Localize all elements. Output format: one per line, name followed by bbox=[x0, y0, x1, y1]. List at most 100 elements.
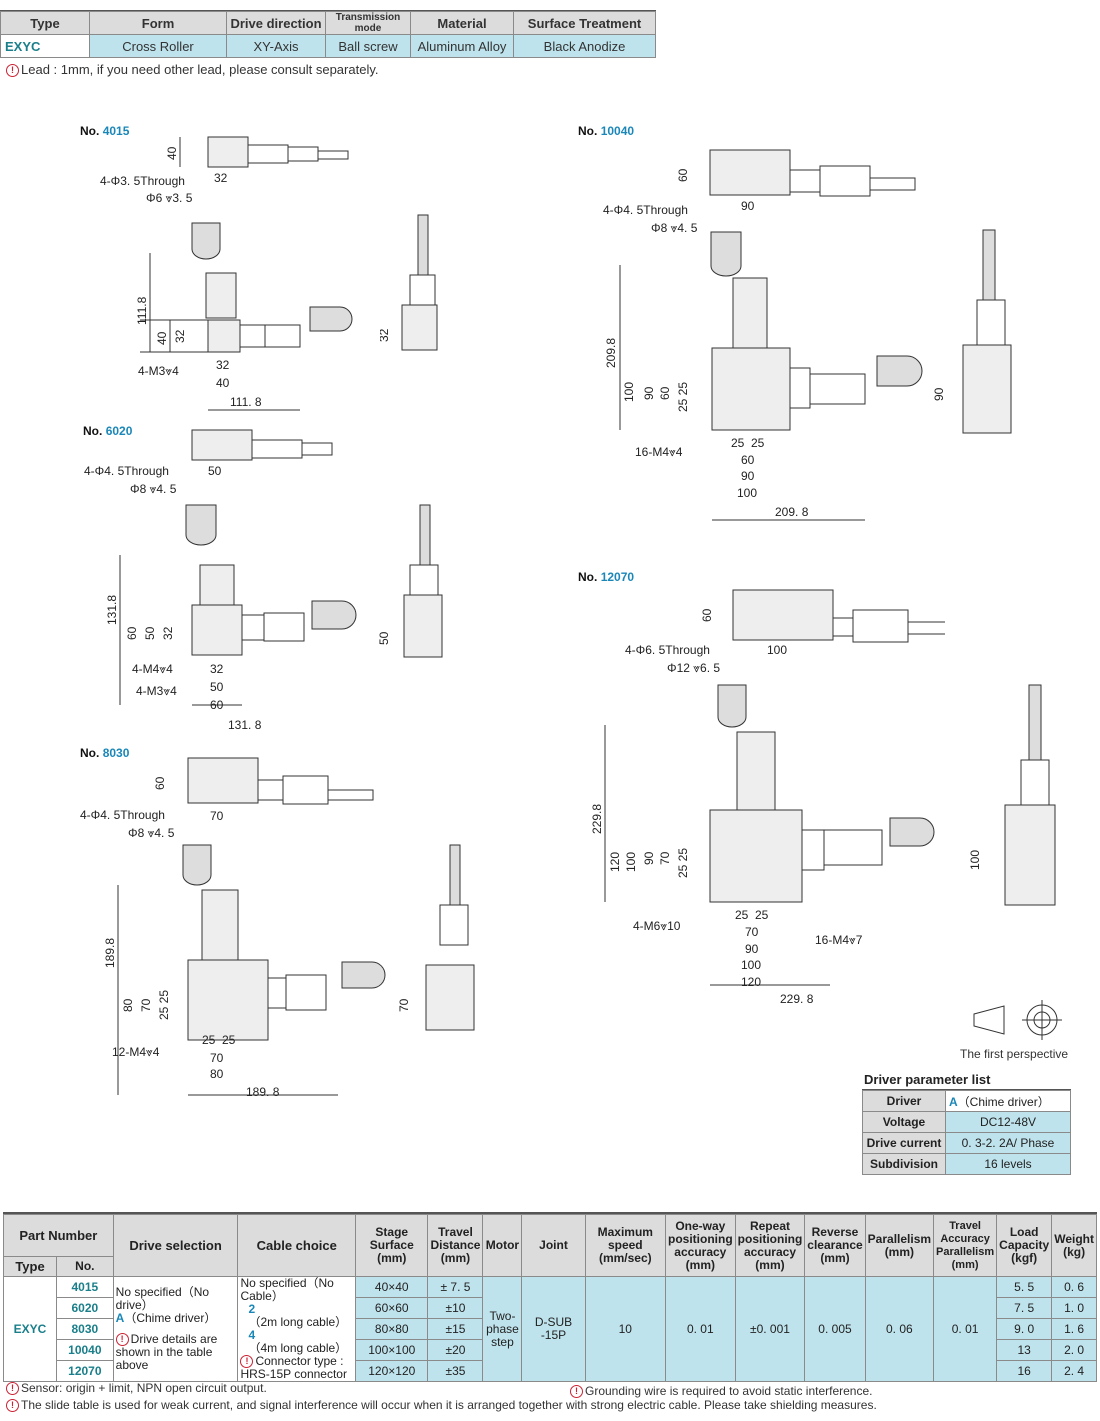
driver-code: A bbox=[949, 1094, 958, 1109]
repeat-value: ±0. 001 bbox=[734, 1276, 806, 1382]
row-no: 8030 bbox=[56, 1318, 114, 1340]
dim-text: 32 bbox=[214, 171, 228, 185]
row-load: 9. 0 bbox=[996, 1318, 1053, 1340]
main-table-rule bbox=[3, 1212, 1097, 1214]
header-travel-accuracy: Travel Accuracy Parallelism (mm) bbox=[933, 1214, 998, 1277]
cable-option-4m: （4m long cable） bbox=[248, 1341, 348, 1355]
row-weight: 1. 0 bbox=[1051, 1297, 1097, 1319]
dim-text: 131.8 bbox=[105, 595, 119, 625]
cable-option-code: 2 bbox=[248, 1302, 256, 1316]
sensor-note: !Sensor: origin + limit, NPN open circui… bbox=[6, 1381, 267, 1395]
dim-text: 4-Φ6. 5Through bbox=[625, 643, 710, 657]
connector-note: Connector type : HRS-15P connector bbox=[240, 1354, 347, 1381]
model-prefix: No. bbox=[578, 570, 598, 584]
row-weight: 0. 6 bbox=[1051, 1276, 1097, 1298]
model-number: 10040 bbox=[600, 124, 635, 138]
header-motor: Motor bbox=[482, 1214, 523, 1277]
end-view-6020: 50 bbox=[378, 504, 443, 658]
header-weight: Weight (kg) bbox=[1051, 1214, 1097, 1277]
model-label-4015: No. 4015 bbox=[80, 124, 129, 138]
motor-value: Two-phase step bbox=[482, 1276, 523, 1382]
dim-text: 100 bbox=[624, 852, 638, 872]
joint-value: D-SUB -15P bbox=[521, 1276, 586, 1382]
current-value: 0. 3-2. 2A/ Phase bbox=[945, 1132, 1071, 1154]
header-repeat: Repeat positioning accuracy (mm) bbox=[734, 1214, 806, 1277]
dim-text: 70 bbox=[745, 925, 759, 939]
dim-text: 90 bbox=[741, 199, 755, 213]
end-view-10040: 90 bbox=[932, 229, 1012, 434]
spec-drive: XY-Axis bbox=[226, 34, 326, 58]
row-travel: ±20 bbox=[427, 1339, 484, 1361]
drive-option-chime: （Chime driver） bbox=[124, 1311, 217, 1325]
header-part-number: Part Number bbox=[3, 1214, 114, 1257]
dim-text: 25 bbox=[755, 908, 769, 922]
header-oneway: One-way positioning accuracy (mm) bbox=[665, 1214, 736, 1277]
dim-text: 70 bbox=[397, 998, 411, 1012]
row-stage: 80×80 bbox=[355, 1318, 429, 1340]
warning-icon: ! bbox=[570, 1385, 583, 1398]
dim-text: 60 bbox=[210, 698, 224, 712]
lead-note: !Lead : 1mm, if you need other lead, ple… bbox=[6, 62, 378, 77]
dim-text: Φ12 ⩔6. 5 bbox=[667, 661, 720, 675]
row-load: 13 bbox=[996, 1339, 1053, 1361]
dim-text: 131. 8 bbox=[228, 718, 262, 732]
dim-text: 229. 8 bbox=[780, 992, 814, 1006]
lead-note-text: Lead : 1mm, if you need other lead, plea… bbox=[21, 62, 379, 77]
row-load: 16 bbox=[996, 1360, 1053, 1382]
header-drive: Drive selection bbox=[112, 1214, 239, 1277]
warning-icon: ! bbox=[6, 64, 19, 77]
drawing-12070: 60 4-Φ6. 5Through Φ12 ⩔6. 5 100 229.8 12… bbox=[590, 589, 945, 1006]
reverse-value: 0. 005 bbox=[804, 1276, 866, 1382]
dim-text: 100 bbox=[737, 486, 757, 500]
dim-text: 50 bbox=[143, 626, 157, 640]
drawing-10040: 60 4-Φ4. 5Through Φ8 ⩔4. 5 90 209.8 100 … bbox=[603, 149, 923, 521]
parallel-value: 0. 06 bbox=[864, 1276, 935, 1382]
dim-text: 16-M4⩔4 bbox=[635, 445, 683, 459]
dim-text: 16-M4⩔7 bbox=[815, 933, 863, 947]
dim-text: 4-M4⩔4 bbox=[132, 662, 173, 676]
spec-type: EXYC bbox=[0, 34, 90, 58]
dim-text: 32 bbox=[216, 358, 230, 372]
dim-text: 32 bbox=[161, 626, 175, 640]
row-stage: 120×120 bbox=[355, 1360, 429, 1382]
dim-text: 60 bbox=[676, 168, 690, 182]
row-load: 5. 5 bbox=[996, 1276, 1053, 1298]
model-number: 4015 bbox=[102, 124, 130, 138]
model-prefix: No. bbox=[80, 124, 100, 138]
first-angle-projection-icon bbox=[973, 1000, 1062, 1040]
row-weight: 2. 4 bbox=[1051, 1360, 1097, 1382]
driver-key: Driver bbox=[862, 1090, 946, 1112]
drive-details-note: Drive details are shown in the table abo… bbox=[115, 1332, 218, 1372]
dim-text: 111. 8 bbox=[230, 395, 262, 409]
dim-text: 40 bbox=[216, 376, 230, 390]
dim-text: 4-Φ3. 5Through bbox=[100, 174, 185, 188]
row-travel: ±10 bbox=[427, 1297, 484, 1319]
ground-note-text: Grounding wire is required to avoid stat… bbox=[585, 1384, 873, 1398]
warning-icon: ! bbox=[6, 1399, 19, 1412]
cable-option-code: 4 bbox=[248, 1328, 256, 1342]
dim-text: 4-Φ4. 5Through bbox=[84, 464, 169, 478]
dim-text: 4-Φ4. 5Through bbox=[603, 203, 688, 217]
header-no: No. bbox=[56, 1256, 114, 1277]
header-travel: Travel Distance (mm) bbox=[427, 1214, 484, 1277]
dim-text: 12-M4⩔4 bbox=[112, 1045, 160, 1059]
cable-option-none: No specified（No Cable） bbox=[240, 1276, 334, 1303]
slide-note: !The slide table is used for weak curren… bbox=[6, 1398, 877, 1412]
model-number: 8030 bbox=[102, 746, 130, 760]
header-load: Load Capacity (kgf) bbox=[996, 1214, 1053, 1277]
voltage-value: DC12-48V bbox=[945, 1111, 1071, 1133]
dim-text: 90 bbox=[642, 386, 656, 400]
drive-options: No specified（No drive） A（Chime driver） !… bbox=[112, 1276, 239, 1382]
spec-surface: Black Anodize bbox=[513, 34, 656, 58]
header-stage: Stage Surface (mm) bbox=[355, 1214, 429, 1277]
dim-text: 4-M6⩔10 bbox=[633, 919, 681, 933]
header-speed: Maximum speed (mm/sec) bbox=[584, 1214, 667, 1277]
dim-text: Φ6 ⩔3. 5 bbox=[146, 191, 193, 205]
spec-transmission: Ball screw bbox=[325, 34, 411, 58]
dim-text: 70 bbox=[139, 998, 153, 1012]
model-prefix: No. bbox=[80, 746, 100, 760]
dim-text: 60 bbox=[741, 453, 755, 467]
dim-text: 70 bbox=[210, 1051, 224, 1065]
type-code: EXYC bbox=[2, 1276, 58, 1382]
driver-table: Driver A（Chime driver） Voltage DC12-48V … bbox=[862, 1090, 1071, 1175]
